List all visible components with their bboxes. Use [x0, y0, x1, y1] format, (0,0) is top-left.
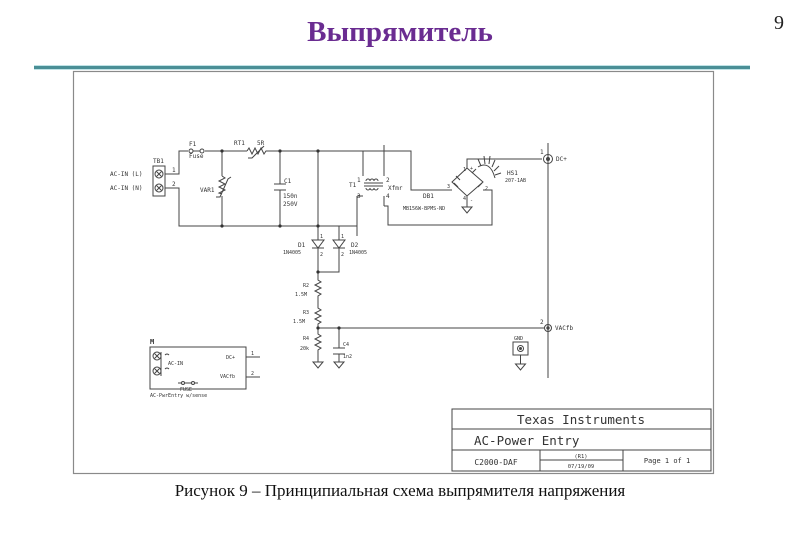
t1-ref: T1: [349, 182, 357, 189]
module-pin2: 2: [251, 371, 254, 377]
t1-value: Xfmr: [388, 185, 403, 192]
resistor-r2: [313, 272, 323, 303]
t1-pin4: 4: [386, 193, 390, 200]
d2-pin1: 1: [341, 234, 344, 240]
t1-pin3: 3: [357, 193, 361, 200]
ground-gnd: [514, 363, 527, 371]
d1-value: 1N4005: [283, 250, 301, 256]
title-block-revision: (R1): [574, 454, 587, 460]
tb1-pin1: 1: [172, 167, 176, 174]
resistor-r3: [313, 303, 323, 328]
vac-pin: 2: [540, 319, 544, 326]
r3-ref: R3: [303, 310, 309, 316]
module-dc-label: DC+: [226, 355, 235, 361]
slide-title: Выпрямитель: [307, 16, 493, 48]
d1-ref: D1: [298, 242, 306, 249]
module-ref: M: [150, 338, 154, 346]
title-divider: [34, 66, 750, 69]
output-vac-fb: [544, 324, 552, 332]
resistor-r4: [313, 328, 323, 362]
t1-pin1: 1: [357, 177, 361, 184]
ground-bridge: [460, 206, 474, 214]
title-block-title: AC-Power Entry: [474, 433, 580, 448]
diode-d2: [332, 239, 346, 249]
r3-value: 1.5M: [293, 319, 305, 325]
r4-value: 20k: [300, 346, 309, 352]
c4-value: 1n2: [343, 354, 352, 360]
c4-ref: C4: [343, 342, 349, 348]
ground-r4: [311, 361, 325, 369]
gnd-label: GND: [514, 336, 523, 342]
ground-c4: [332, 361, 346, 369]
tb1-pin2: 2: [172, 181, 176, 188]
varistor-var1: [217, 175, 227, 195]
vac-label: VACfb: [555, 325, 573, 332]
db1-minus: -: [470, 198, 473, 204]
r4-ref: R4: [303, 336, 309, 342]
wire-bottom-rail: [165, 187, 358, 227]
db1-pin3: 3: [447, 184, 450, 190]
varistor-ref: VAR1: [200, 187, 215, 194]
bridge-rectifier-db1: [451, 167, 484, 197]
tb1-pin2-label: AC-IN (N): [110, 185, 143, 192]
capacitor-c4: [333, 347, 345, 355]
capacitor-c1: [274, 183, 286, 191]
d2-ref: D2: [351, 242, 359, 249]
terminal-screw-n: [154, 183, 164, 193]
db1-ref: DB1: [423, 193, 434, 200]
c1-value: 150n: [283, 193, 298, 200]
heatsink-hs1: [477, 164, 496, 179]
figure-caption: Рисунок 9 – Принципиальная схема выпрями…: [174, 481, 626, 500]
r2-ref: R2: [303, 283, 309, 289]
module-pin1: 1: [251, 351, 254, 357]
fuse-value: Fuse: [189, 153, 204, 160]
d1-pin2: 2: [320, 252, 323, 258]
page-number: 9: [774, 12, 784, 34]
d2-pin2: 2: [341, 252, 344, 258]
module-description: AC-PwrEntry w/sense: [150, 393, 207, 399]
dc-label: DC+: [556, 156, 567, 163]
d2-value: 1N4005: [349, 250, 367, 256]
module-fuse: FUSE: [180, 387, 192, 393]
module-vac-label: VACfb: [220, 374, 235, 380]
tb1-pin1-label: AC-IN (L): [110, 171, 143, 178]
d1-pin1: 1: [320, 234, 323, 240]
tb1-ref: TB1: [153, 158, 164, 165]
db1-pin2: 2: [485, 186, 488, 192]
terminal-block-tb1: [152, 165, 166, 197]
wire-top-rail: [165, 150, 188, 175]
transformer-t1: [364, 182, 383, 187]
thermistor-ref: RT1: [234, 140, 245, 147]
c1-ref: C1: [284, 178, 292, 185]
c1-voltage: 250V: [283, 201, 298, 208]
hs1-value: 207-1AB: [505, 178, 526, 184]
title-block-project: C2000-DAF: [474, 458, 518, 467]
module-ac-in: AC-IN: [168, 361, 183, 367]
module-block: [149, 346, 247, 390]
r2-value: 1.5M: [295, 292, 307, 298]
diode-d1: [311, 239, 325, 249]
thermistor-value: 5R: [257, 140, 265, 147]
terminal-screw-l: [154, 169, 164, 179]
db1-pin4: 4: [463, 196, 466, 202]
db1-value: MB156W-BPMS-ND: [403, 206, 445, 212]
title-block-page: Page 1 of 1: [644, 457, 690, 465]
drawing-frame: [72, 70, 715, 475]
title-block-company: Texas Instruments: [517, 412, 645, 427]
dc-pin: 1: [540, 149, 544, 156]
db1-plus: +: [470, 166, 473, 172]
db1-pin1: 1: [463, 167, 466, 173]
t1-pin2: 2: [386, 177, 390, 184]
hs1-ref: HS1: [507, 170, 518, 177]
output-dc-plus: [543, 154, 553, 164]
title-block-date: 07/19/09: [568, 464, 595, 470]
fuse-ref: F1: [189, 141, 197, 148]
thermistor-rt1: [246, 146, 270, 156]
title-block: [451, 408, 712, 472]
